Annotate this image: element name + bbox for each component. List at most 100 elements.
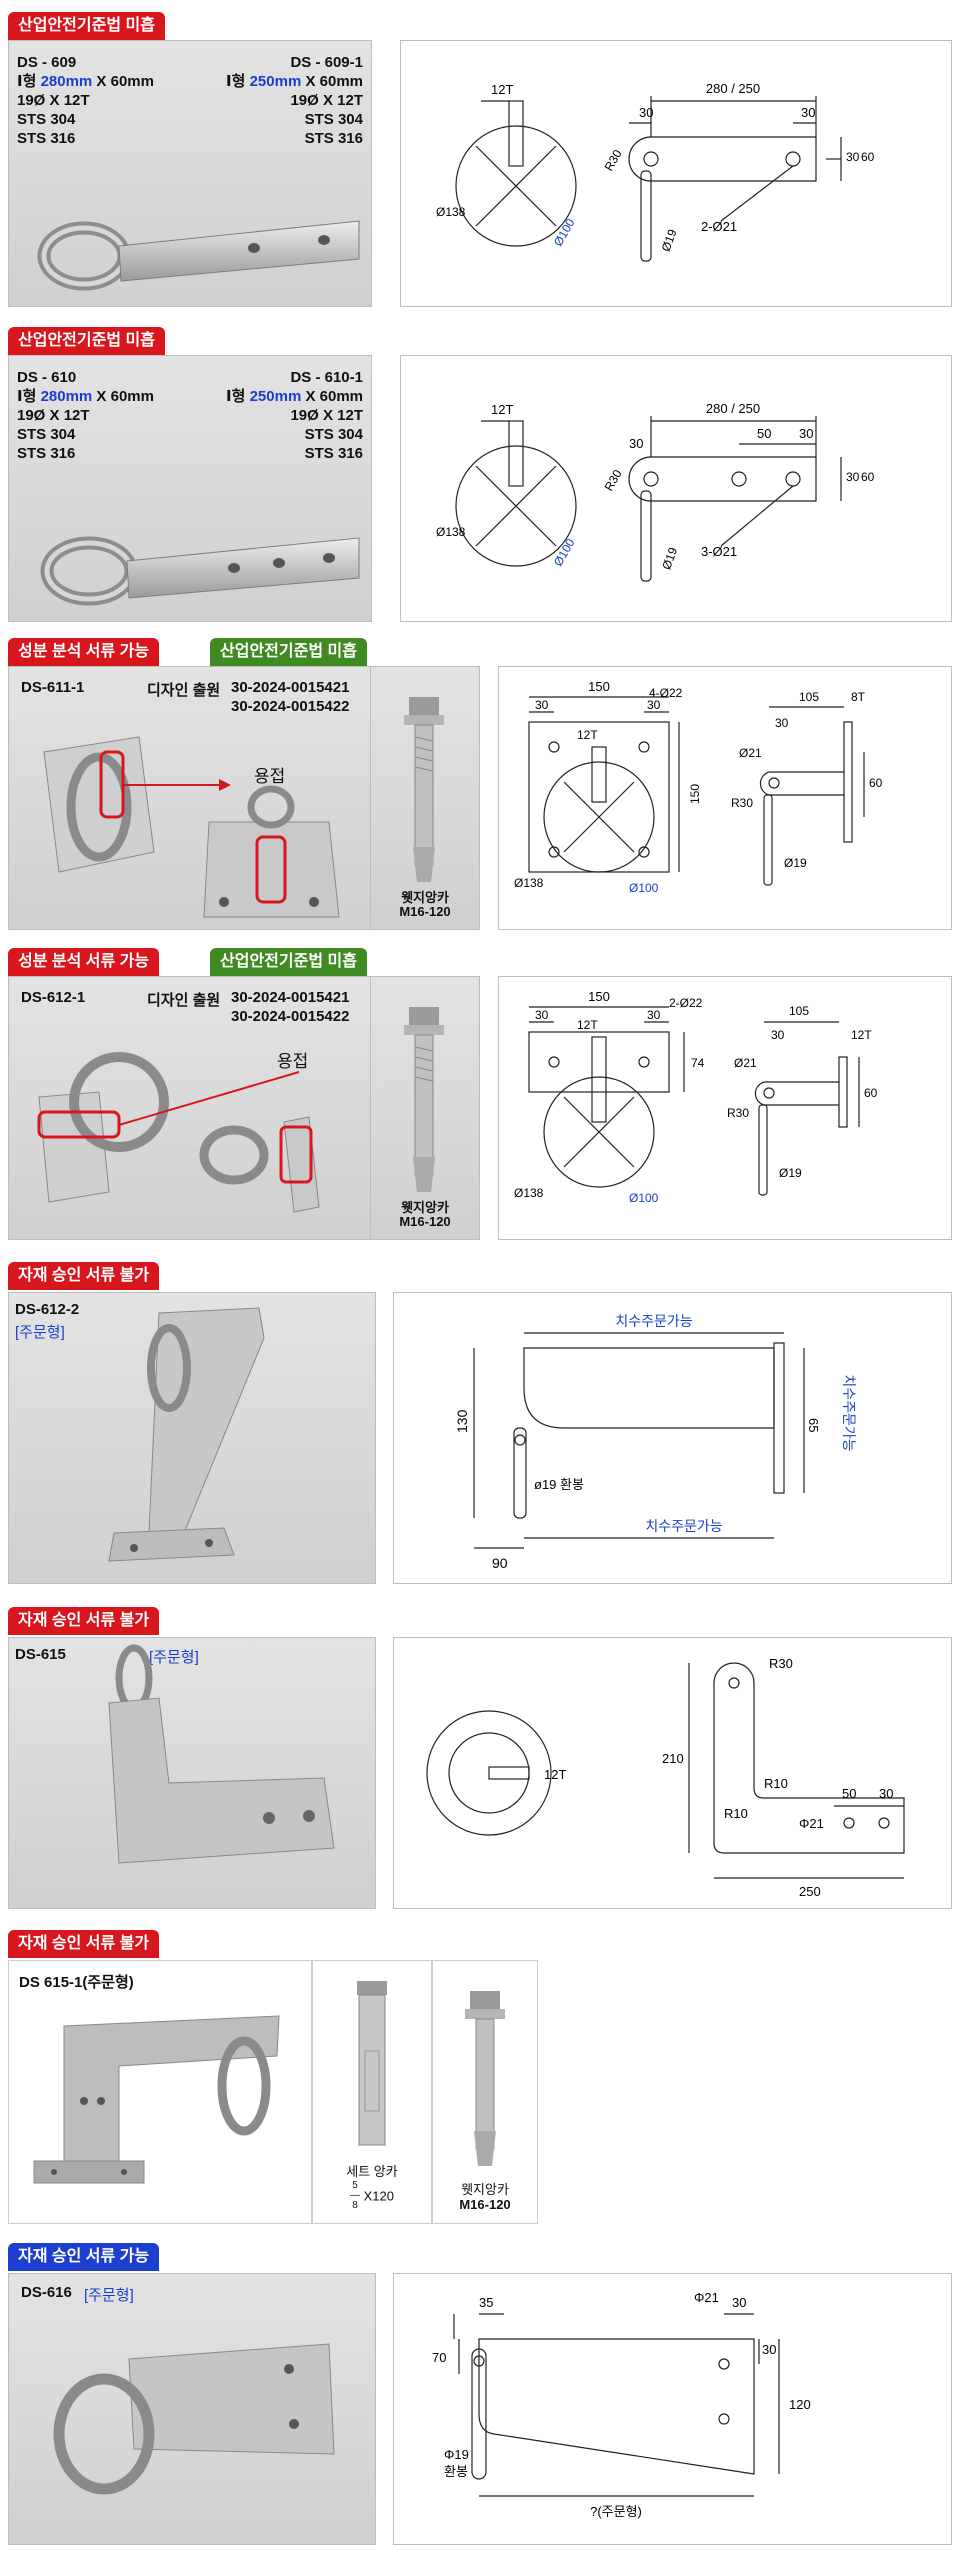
product-photo-panel: DS - 610 Ⅰ형 280mm X 60mm 19Ø X 12T STS 3… xyxy=(8,355,372,622)
dim-side-height: 60 xyxy=(864,1086,878,1100)
dim-side-height: 60 xyxy=(869,776,883,790)
dim-width: ?(주문형) xyxy=(590,2504,642,2519)
dimension-drawing-panel: 150 30 30 4-Ø22 12T 150 Ø138 Ø100 105 30… xyxy=(498,666,952,930)
anchor-name: 웻지앙카 xyxy=(401,890,449,905)
dimension-drawing: 150 30 30 2-Ø22 12T 74 Ø138 Ø100 105 30 … xyxy=(514,989,878,1205)
product-illustration xyxy=(108,1307,265,1562)
dim-thickness: 12T xyxy=(577,1018,598,1032)
approval-badge: 자재 승인 서류 불가 xyxy=(8,1262,160,1290)
dim-h2: 60 xyxy=(861,470,875,484)
fraction-5-8: 5―8 xyxy=(350,2180,360,2211)
model-number: DS-612-2 xyxy=(15,1301,80,1318)
dimension-drawing: 35 Φ21 30 30 70 120 Φ19 환봉 ?(주문형) xyxy=(432,2290,811,2519)
product-illustration xyxy=(37,220,360,291)
anchor-photo-panel: 웻지앙카 M16-120 xyxy=(370,976,480,1240)
safety-badge: 산업안전기준법 미흡 xyxy=(8,327,165,355)
anchor-name: 웻지앙카 xyxy=(461,2182,509,2197)
product-illustration xyxy=(37,1052,320,1213)
product-photo-panel: DS-615 [주문형] xyxy=(8,1637,376,1909)
custom-order-label: [주문형] xyxy=(84,2287,134,2304)
dim-b: 30 xyxy=(799,426,813,441)
dim-inner-dia: Ø100 xyxy=(629,1191,659,1205)
set-anchor-name: 세트 앙카 xyxy=(346,2164,398,2179)
dim-side-width: 105 xyxy=(799,690,819,704)
dim-outer-dia: Ø138 xyxy=(436,525,466,539)
dim-hole-dia: Ø21 xyxy=(739,746,762,760)
dim-radius-30: R30 xyxy=(769,1656,793,1671)
dim-a: 30 xyxy=(639,105,653,120)
product-photo-panel: DS - 609 Ⅰ형 280mm X 60mm 19Ø X 12T STS 3… xyxy=(8,40,372,307)
spec-left: DS - 609 Ⅰ형 280mm X 60mm 19Ø X 12T STS 3… xyxy=(17,54,154,147)
section-ds615: 자재 승인 서류 불가 DS-615 [주문형] 12T R30 2 xyxy=(0,1607,957,1917)
model-number: DS 615-1(주문형) xyxy=(19,1974,134,1991)
spec-right: DS - 609-1 Ⅰ형 250mm X 60mm 19Ø X 12T STS… xyxy=(226,54,363,147)
dim-outer-dia: Ø138 xyxy=(514,876,544,890)
dim-holes: 4-Ø22 xyxy=(649,686,683,700)
weld-label: 용접 xyxy=(277,1052,309,1071)
product-illustration xyxy=(40,536,360,606)
analysis-badge: 성분 분석 서류 가능 xyxy=(8,948,160,976)
product-illustration xyxy=(33,2015,280,2184)
dim-rod: ø19 환봉 xyxy=(534,1477,584,1492)
dim-radius: R30 xyxy=(731,796,753,810)
model-number: DS-615 xyxy=(15,1646,66,1663)
dim-h1: 30 xyxy=(846,470,860,484)
product-photo-panel: DS-612-1 디자인 출원 30-2024-0015421 30-2024-… xyxy=(8,976,372,1240)
dim-rod-label: 환봉 xyxy=(444,2464,468,2479)
dim-width: 280 / 250 xyxy=(706,81,760,96)
dim-radius: R30 xyxy=(602,147,625,173)
section-ds610: 산업안전기준법 미흡 DS - 610 Ⅰ형 280mm X 60mm 19Ø … xyxy=(0,327,957,627)
dim-b: 30 xyxy=(879,1786,893,1801)
dim-height: 210 xyxy=(662,1751,684,1766)
dim-outer-dia: Ø138 xyxy=(514,1186,544,1200)
dim-plate-height: 65 xyxy=(806,1418,821,1432)
safety-badge: 산업안전기준법 미흡 xyxy=(8,12,165,40)
dim-rod: Ø19 xyxy=(784,856,807,870)
dim-a: 30 xyxy=(629,436,643,451)
analysis-badge: 성분 분석 서류 가능 xyxy=(8,638,160,666)
section-ds6151: 자재 승인 서류 불가 DS 615-1(주문형) 세트 앙카 5―8 X120 xyxy=(0,1930,957,2230)
dim-hole-dia: Φ21 xyxy=(694,2290,719,2305)
section-ds612: 성분 분석 서류 가능 산업안전기준법 미흡 DS-612-1 디자인 출원 3… xyxy=(0,948,957,1248)
dim-thickness: 12T xyxy=(577,728,598,742)
dim-radius: R30 xyxy=(727,1106,749,1120)
dim-b: 30 xyxy=(647,1008,661,1022)
dim-rod: Ø19 xyxy=(659,545,680,571)
dim-side-thickness: 12T xyxy=(851,1028,872,1042)
dimension-drawing-panel: 150 30 30 2-Ø22 12T 74 Ø138 Ø100 105 30 … xyxy=(498,976,952,1240)
anchor-photo-panel: 웻지앙카 M16-120 xyxy=(432,1960,538,2224)
dim-width: 90 xyxy=(492,1555,508,1571)
spec-right: DS - 610-1 Ⅰ형 250mm X 60mm 19Ø X 12T STS… xyxy=(226,369,363,462)
approval-badge: 자재 승인 서류 가능 xyxy=(8,2243,160,2271)
dim-top-custom: 치수주문가능 xyxy=(615,1313,692,1329)
dim-width: 280 / 250 xyxy=(706,401,760,416)
dim-radius-10a: R10 xyxy=(764,1776,788,1791)
dim-b: 30 xyxy=(801,105,815,120)
dimension-drawing: 12T 280 / 250 30 50 30 30 60 R30 Ø138 Ø1… xyxy=(436,401,875,582)
dim-width: 150 xyxy=(588,679,610,694)
dim-mid: 50 xyxy=(757,426,771,441)
dimension-drawing: 치수주문가능 치수주문가능 치수주문가능 130 65 90 ø19 환봉 xyxy=(454,1313,857,1571)
dimension-drawing-panel: 12T 280 / 250 30 50 30 30 60 R30 Ø138 Ø1… xyxy=(400,355,952,622)
approval-badge: 자재 승인 서류 불가 xyxy=(8,1607,160,1635)
weld-label: 용접 xyxy=(254,767,286,786)
dim-c: 30 xyxy=(762,2342,776,2357)
design-number-1: 30-2024-0015421 xyxy=(231,679,350,696)
dimension-drawing: 12T R30 210 R10 R10 50 30 Φ21 250 xyxy=(426,1656,905,1899)
dim-a: 35 xyxy=(479,2295,493,2310)
dim-radius-10b: R10 xyxy=(724,1806,748,1821)
product-illustration xyxy=(108,1644,335,1864)
dim-rod: Φ19 xyxy=(444,2447,469,2462)
dim-h2: 60 xyxy=(861,150,875,164)
model-number: DS-611-1 xyxy=(21,679,85,696)
dim-b: 30 xyxy=(647,698,661,712)
dim-a: 30 xyxy=(535,698,549,712)
design-number-1: 30-2024-0015421 xyxy=(231,989,350,1006)
dim-right-custom: 치수주문가능 xyxy=(841,1374,857,1451)
dim-holes: 2-Ø22 xyxy=(669,996,703,1010)
design-label: 디자인 출원 xyxy=(147,682,221,699)
product-illustration xyxy=(53,2343,335,2495)
dim-side-width: 105 xyxy=(789,1004,809,1018)
approval-badge: 자재 승인 서류 불가 xyxy=(8,1930,160,1958)
design-label: 디자인 출원 xyxy=(147,992,221,1009)
